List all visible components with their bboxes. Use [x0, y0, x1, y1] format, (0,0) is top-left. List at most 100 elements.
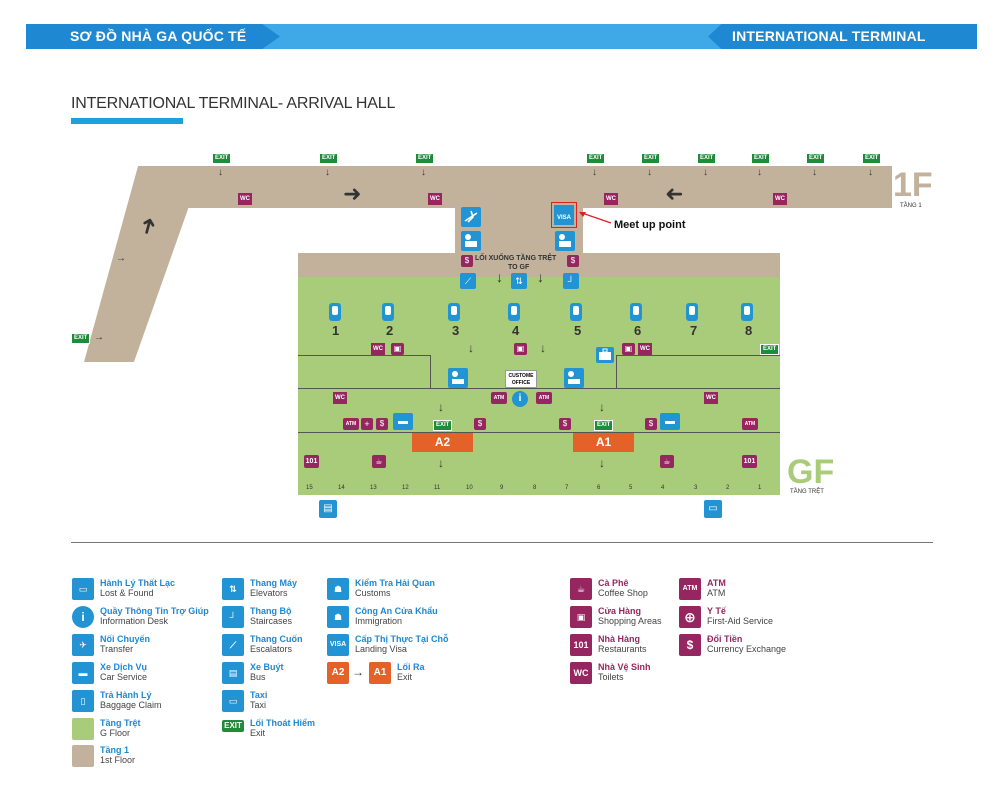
down-arrow-icon: ↓ — [468, 341, 474, 355]
lost-and-found-icon — [596, 347, 614, 363]
gift-icon: ▣ — [622, 343, 635, 355]
down-arrow-icon: ↓ — [703, 167, 708, 178]
currency-exchange-icon: $ — [461, 255, 473, 267]
currency-exchange-icon: $ — [559, 418, 571, 430]
exit-sign: EXIT — [319, 153, 339, 164]
exit-a2-label: A2 — [412, 433, 473, 452]
carousel-number: 1 — [332, 323, 340, 338]
floor1-corridor-top — [138, 166, 892, 208]
down-arrow-icon: ↓ — [218, 167, 223, 178]
car-service-icon: ▬ — [393, 413, 413, 430]
info-icon: i — [72, 606, 94, 628]
gate-number: 12 — [402, 485, 409, 491]
elevator-icon: ⇅ — [222, 578, 244, 600]
elevator-icon: ⇅ — [511, 273, 527, 289]
baggage-carousel-icon — [570, 303, 582, 321]
gate-number: 8 — [533, 485, 537, 491]
gift-icon: ▣ — [391, 343, 404, 355]
restaurant-icon: 101 — [570, 634, 592, 656]
down-arrow-icon: ↓ — [438, 400, 444, 414]
down-arrow-icon: ↓ — [757, 167, 762, 178]
coffee-icon: ☕ — [372, 455, 386, 468]
gate-number: 11 — [434, 485, 441, 491]
gate-number: 9 — [500, 485, 504, 491]
atm-icon: ATM — [679, 578, 701, 600]
first-aid-icon: ⊕ — [679, 606, 701, 628]
down-arrow-icon: ↓ — [540, 341, 546, 355]
meetup-arrow — [579, 212, 612, 224]
hall-line-6 — [298, 432, 780, 433]
atm-icon: ATM — [491, 392, 507, 404]
currency-exchange-icon: $ — [567, 255, 579, 267]
hall-line-2 — [616, 355, 780, 356]
direction-arrow-right-icon: ➜ — [343, 181, 362, 206]
down-arrow-icon: ↓ — [496, 269, 503, 285]
header-right-title: INTERNATIONAL TERMINAL — [732, 28, 926, 44]
currency-exchange-icon: $ — [645, 418, 657, 430]
exit-sign: EXIT — [586, 153, 606, 164]
taxi-icon: ▭ — [222, 690, 244, 712]
coffee-icon: ☕ — [570, 578, 592, 600]
carousel-number: 8 — [745, 323, 753, 338]
gate-number: 1 — [758, 485, 762, 491]
down-arrow-icon: ↓ — [868, 167, 873, 178]
atm-icon: ATM — [742, 418, 758, 430]
gate-number: 6 — [597, 485, 601, 491]
baggage-carousel-icon — [448, 303, 460, 321]
header-right-banner: INTERNATIONAL TERMINAL — [708, 24, 977, 49]
escalator-icon: ⟋ — [222, 634, 244, 656]
exit-sign: EXIT — [760, 344, 780, 355]
gate-number: 10 — [466, 485, 473, 491]
car-service-icon: ▬ — [660, 413, 680, 430]
exit-a1-label: A1 — [573, 433, 634, 452]
currency-exchange-icon: $ — [474, 418, 486, 430]
down-arrow-icon: ↓ — [421, 167, 426, 178]
gate-number: 7 — [565, 485, 569, 491]
baggage-carousel-icon — [686, 303, 698, 321]
taxi-icon: ▭ — [704, 500, 722, 518]
baggage-claim-icon: ▯ — [72, 690, 94, 712]
gate-number: 13 — [370, 485, 377, 491]
carousel-number: 7 — [690, 323, 698, 338]
exit-sign: EXIT — [697, 153, 717, 164]
gate-number: 15 — [306, 485, 313, 491]
visa-icon: VISA — [327, 634, 349, 656]
atm-icon: ATM — [536, 392, 552, 404]
down-arrow-icon: ↓ — [325, 167, 330, 178]
wc-icon: WC — [638, 343, 652, 355]
right-arrow-icon: → — [116, 253, 126, 264]
baggage-carousel-icon — [741, 303, 753, 321]
exit-sign: EXIT — [594, 420, 614, 431]
page-title: INTERNATIONAL TERMINAL- ARRIVAL HALL — [71, 95, 396, 112]
down-to-gf-label-1: LỐI XUỐNG TẦNG TRỆT — [475, 255, 557, 262]
baggage-carousel-icon — [508, 303, 520, 321]
staircase-icon: ┘ — [222, 606, 244, 628]
hall-line-4 — [430, 355, 431, 388]
floor1-label: 1F — [893, 166, 933, 204]
down-arrow-icon: ↓ — [812, 167, 817, 178]
carousel-number: 6 — [634, 323, 642, 338]
baggage-carousel-icon — [329, 303, 341, 321]
exit-sign: EXIT — [222, 720, 244, 732]
gate-number: 3 — [694, 485, 698, 491]
first-aid-icon: + — [361, 418, 373, 430]
exit-sign: EXIT — [641, 153, 661, 164]
ground-floor-sublabel: TẦNG TRỆT — [790, 489, 824, 495]
restaurant-icon: 101 — [742, 455, 757, 468]
customs-icon: ☗ — [327, 578, 349, 600]
header-left-title: SƠ ĐỒ NHÀ GA QUỐC TẾ — [70, 28, 247, 44]
suitcase-icon: ▭ — [72, 578, 94, 600]
floor1-mezzanine — [298, 253, 780, 277]
escalator-icon: ⟋ — [460, 273, 476, 289]
exit-sign: EXIT — [862, 153, 882, 164]
wc-icon: WC — [773, 193, 787, 205]
coffee-icon: ☕ — [660, 455, 674, 468]
restaurant-icon: 101 — [304, 455, 319, 468]
down-arrow-icon: ↓ — [647, 167, 652, 178]
exit-sign: EXIT — [71, 333, 91, 344]
1floor-swatch — [72, 745, 94, 767]
immigration-icon — [461, 231, 481, 251]
header-left-banner: SƠ ĐỒ NHÀ GA QUỐC TẾ — [26, 24, 280, 49]
ground-floor-hall — [298, 277, 780, 495]
meetup-point-label: Meet up point — [614, 219, 686, 231]
